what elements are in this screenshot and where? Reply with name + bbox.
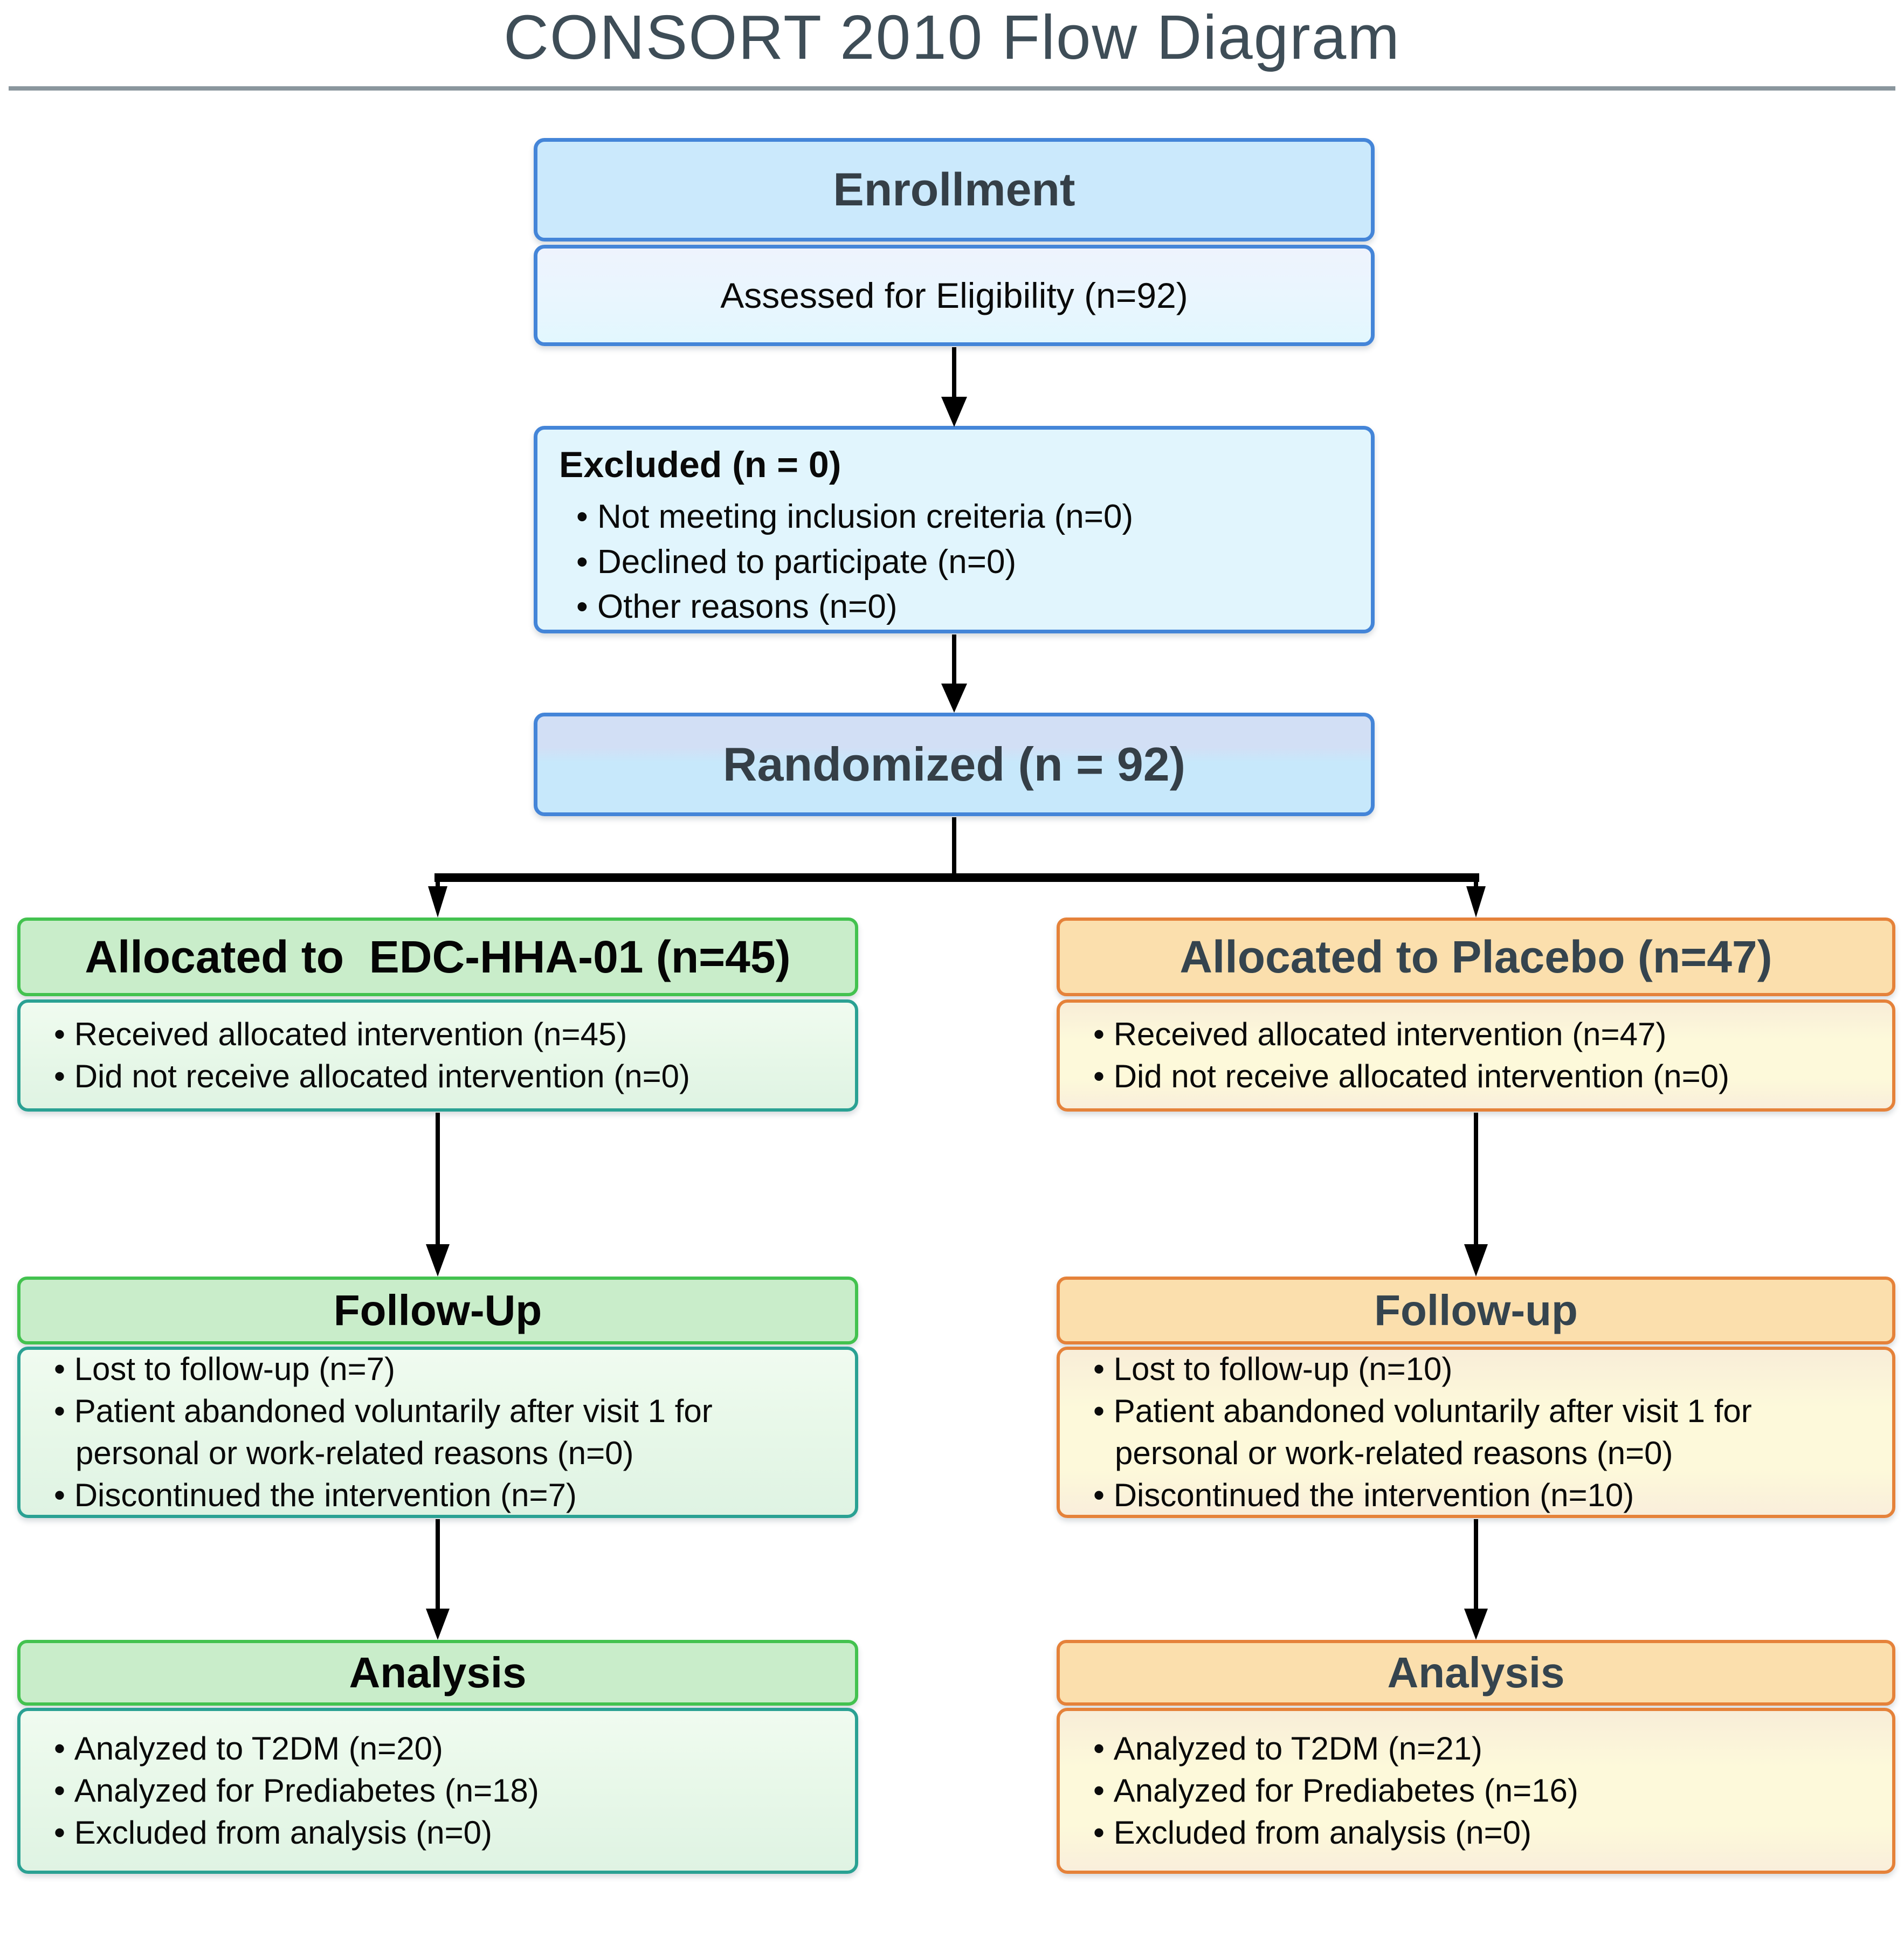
analysis-header-right: Analysis [1057, 1640, 1895, 1706]
excluded-box: Excluded (n = 0) Not meeting inclusion c… [534, 426, 1375, 633]
randomized-label: Randomized (n = 92) [722, 737, 1186, 791]
excluded-title: Excluded (n = 0) [559, 444, 841, 485]
analysis-body-left: Analyzed to T2DM (n=20) Analyzed for Pre… [17, 1708, 858, 1874]
followup-left-item: Patient abandoned voluntarily after visi… [40, 1390, 836, 1474]
allocation-right-item: Did not receive allocated intervention (… [1079, 1056, 1873, 1098]
analysis-header-right-label: Analysis [1387, 1648, 1565, 1696]
page-title: CONSORT 2010 Flow Diagram [503, 2, 1401, 72]
followup-body-right: Lost to follow-up (n=10) Patient abandon… [1057, 1347, 1895, 1518]
analysis-right-item: Analyzed to T2DM (n=21) [1079, 1728, 1873, 1770]
allocation-left-bullet-list: Received allocated intervention (n=45) D… [20, 1008, 855, 1103]
analysis-left-item: Analyzed to T2DM (n=20) [40, 1728, 836, 1770]
analysis-left-bullet-list: Analyzed to T2DM (n=20) Analyzed for Pre… [20, 1722, 855, 1859]
followup-header-right: Follow-up [1057, 1277, 1895, 1344]
followup-right-bullet-list: Lost to follow-up (n=10) Patient abandon… [1060, 1350, 1892, 1515]
allocation-header-right-label: Allocated to Placebo (n=47) [1179, 931, 1772, 982]
excluded-bullet-list: Not meeting inclusion creiteria (n=0) De… [559, 494, 1349, 630]
followup-header-right-label: Follow-up [1374, 1286, 1578, 1334]
analysis-right-bullet-list: Analyzed to T2DM (n=21) Analyzed for Pre… [1060, 1722, 1892, 1859]
allocation-header-right: Allocated to Placebo (n=47) [1057, 918, 1895, 996]
allocation-right-bullet-list: Received allocated intervention (n=47) D… [1060, 1008, 1892, 1103]
analysis-right-item: Excluded from analysis (n=0) [1079, 1812, 1873, 1854]
allocation-right-item: Received allocated intervention (n=47) [1079, 1013, 1873, 1056]
excluded-item: Not meeting inclusion creiteria (n=0) [562, 494, 1346, 540]
followup-header-left-label: Follow-Up [333, 1286, 542, 1334]
assessed-label: Assessed for Eligibility (n=92) [720, 275, 1188, 315]
excluded-item: Declined to participate (n=0) [562, 540, 1346, 585]
followup-right-item: Discontinued the intervention (n=10) [1079, 1474, 1873, 1515]
followup-left-bullet-list: Lost to follow-up (n=7) Patient abandone… [20, 1350, 855, 1515]
followup-left-item: Discontinued the intervention (n=7) [40, 1474, 836, 1515]
followup-right-item: Lost to follow-up (n=10) [1079, 1350, 1873, 1390]
title-divider [9, 86, 1895, 91]
allocation-header-left: Allocated to EDC-HHA-01 (n=45) [17, 918, 858, 996]
excluded-item: Other reasons (n=0) [562, 584, 1346, 630]
enrollment-header-label: Enrollment [833, 163, 1075, 216]
analysis-body-right: Analyzed to T2DM (n=21) Analyzed for Pre… [1057, 1708, 1895, 1874]
allocation-header-left-label: Allocated to EDC-HHA-01 (n=45) [85, 931, 791, 982]
enrollment-header-box: Enrollment [534, 138, 1375, 242]
allocation-left-item: Received allocated intervention (n=45) [40, 1013, 836, 1056]
analysis-left-item: Analyzed for Prediabetes (n=18) [40, 1770, 836, 1812]
followup-body-left: Lost to follow-up (n=7) Patient abandone… [17, 1347, 858, 1518]
allocation-body-left: Received allocated intervention (n=45) D… [17, 999, 858, 1112]
randomized-box: Randomized (n = 92) [534, 713, 1375, 816]
allocation-left-item: Did not receive allocated intervention (… [40, 1056, 836, 1098]
followup-right-item: Patient abandoned voluntarily after visi… [1079, 1390, 1873, 1474]
assessed-for-eligibility-box: Assessed for Eligibility (n=92) [534, 245, 1375, 346]
followup-header-left: Follow-Up [17, 1277, 858, 1344]
allocation-body-right: Received allocated intervention (n=47) D… [1057, 999, 1895, 1112]
analysis-right-item: Analyzed for Prediabetes (n=16) [1079, 1770, 1873, 1812]
analysis-header-left-label: Analysis [349, 1648, 527, 1696]
analysis-header-left: Analysis [17, 1640, 858, 1706]
analysis-left-item: Excluded from analysis (n=0) [40, 1812, 836, 1854]
followup-left-item: Lost to follow-up (n=7) [40, 1350, 836, 1390]
